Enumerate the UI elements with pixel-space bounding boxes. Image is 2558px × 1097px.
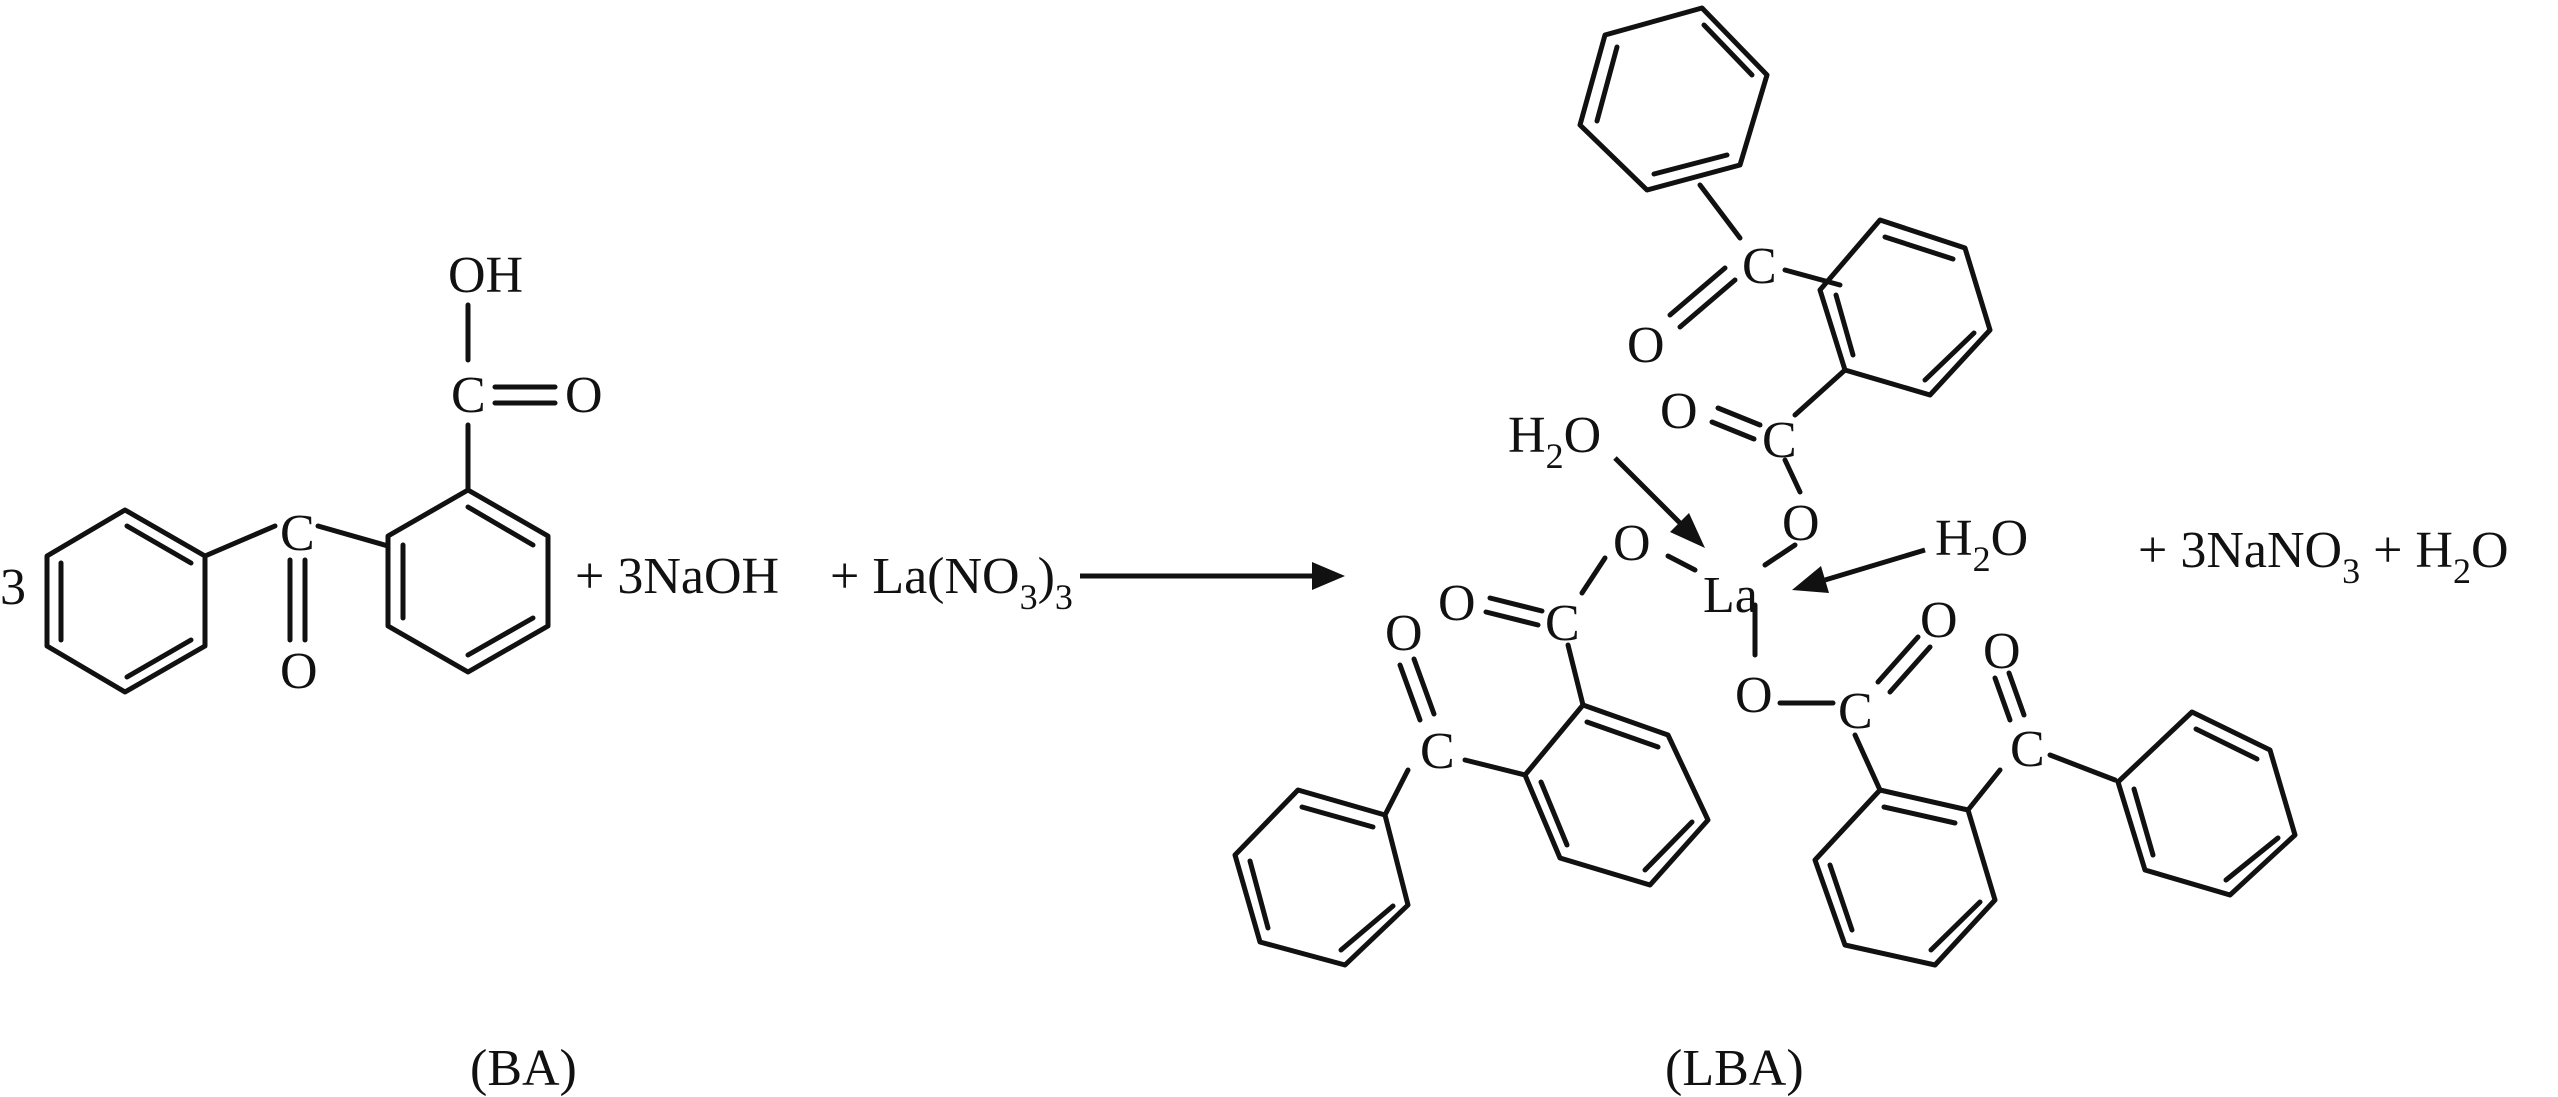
- top-acid-o-label: O: [1660, 383, 1698, 440]
- ba-benzene-ring: [385, 487, 551, 675]
- left-acid-co-2: [1483, 609, 1541, 628]
- la-nitrate-text: + La(NO3)3: [830, 548, 1073, 617]
- lba-molecule: [1232, 5, 2298, 968]
- left-acid-co-1: [1487, 595, 1545, 614]
- ba-acid-c-label: C: [451, 367, 486, 424]
- left-benzene-double-3: [1538, 779, 1570, 848]
- top-bond-ring-acid: [1792, 367, 1848, 418]
- br-benzene-double-3: [1827, 862, 1855, 933]
- top-phenyl-double-2: [1651, 152, 1730, 177]
- br-acid-co-1: [1875, 634, 1921, 685]
- br-benzene-double-1: [1881, 804, 1958, 826]
- top-acid-co-1: [1715, 405, 1763, 428]
- ba-keto-c-label: C: [280, 505, 315, 562]
- right-water-arrowhead: [1792, 566, 1829, 593]
- left-bond-acid-ring: [1565, 642, 1586, 708]
- top-keto-co-1: [1667, 265, 1728, 318]
- left-ester-o-label: O: [1613, 515, 1651, 572]
- br-bond-ring-c: [1965, 767, 2003, 813]
- top-phenyl-double-1: [1701, 22, 1755, 78]
- br-benzene-double-2: [1928, 899, 1983, 953]
- br-acid-c-label: C: [1838, 683, 1873, 740]
- br-acid-o-label: O: [1920, 592, 1958, 649]
- left-phenyl-double-2: [1338, 903, 1396, 953]
- right-water-arrow: [1824, 547, 1926, 583]
- br-phenyl-double-1: [2193, 726, 2260, 762]
- ba-phenyl-double-2: [124, 637, 194, 680]
- top-phenyl-ring: [1577, 5, 1770, 193]
- naoh-text: + 3NaOH: [575, 548, 779, 605]
- ba-oh-label: OH: [448, 247, 523, 304]
- ba-phenyl-ring: [44, 507, 208, 695]
- coordination-arrows: [1613, 456, 1926, 593]
- left-acid-c-label: C: [1545, 595, 1580, 652]
- left-water-label: H2O: [1508, 407, 1601, 476]
- lanthanum-label: La: [1703, 567, 1758, 624]
- left-bond-o-c: [1579, 555, 1608, 596]
- top-acid-c-label: C: [1762, 412, 1797, 469]
- ba-keto-o-label: O: [280, 643, 318, 700]
- ba-bond-c-ring: [315, 523, 391, 549]
- reaction-arrow: [1080, 562, 1345, 590]
- left-bond-la-o: [1665, 553, 1698, 573]
- top-benzene-double-1: [1882, 234, 1956, 262]
- coefficient-3: 3: [0, 559, 26, 616]
- top-benzene-double-2: [1922, 330, 1977, 383]
- ba-molecule: [44, 302, 558, 695]
- br-phenyl-double-3: [2131, 786, 2156, 858]
- top-benzene-ring: [1817, 217, 1993, 398]
- top-keto-o-label: O: [1627, 317, 1665, 374]
- br-keto-co-2: [2006, 670, 2027, 718]
- br-phenyl-double-2: [2223, 835, 2281, 883]
- br-acid-co-2: [1887, 644, 1933, 695]
- left-keto-co-1: [1397, 662, 1423, 723]
- ba-phenyl-double-1: [124, 523, 194, 566]
- top-bond-o-la: [1762, 542, 1798, 568]
- ba-benzene-double-2: [465, 615, 536, 658]
- ba-acid-o-label: O: [565, 367, 603, 424]
- left-phenyl-double-3: [1247, 858, 1271, 931]
- top-bond-c-o: [1782, 457, 1803, 495]
- top-phenyl-double-3: [1594, 44, 1620, 124]
- left-benzene-double-1: [1584, 719, 1661, 750]
- top-keto-c-label: C: [1742, 238, 1777, 295]
- left-water-arrowhead: [1670, 513, 1705, 548]
- br-keto-o-label: O: [1983, 623, 2021, 680]
- br-keto-c-label: C: [2010, 721, 2045, 778]
- left-keto-c-label: C: [1420, 723, 1455, 780]
- left-phenyl-ring: [1232, 787, 1411, 968]
- right-water-label: H2O: [1935, 510, 2028, 579]
- br-bond-c-ph: [2047, 752, 2118, 783]
- left-keto-o-label: O: [1385, 605, 1423, 662]
- left-keto-co-2: [1411, 656, 1437, 717]
- top-keto-co-2: [1677, 277, 1738, 330]
- br-benzene-ring: [1812, 787, 1998, 968]
- left-benzene-double-2: [1642, 819, 1695, 873]
- left-phenyl-double-1: [1299, 804, 1376, 830]
- ba-bond-ph-c: [202, 523, 278, 559]
- byproducts-text: + 3NaNO3 + H2O: [2138, 522, 2509, 591]
- top-bond-ph-c: [1697, 182, 1743, 241]
- top-benzene-double-3: [1833, 292, 1856, 358]
- br-keto-co-1: [1992, 675, 2013, 723]
- top-bond-c-ring: [1782, 267, 1843, 288]
- top-acid-co-2: [1709, 419, 1757, 442]
- caption-lba: (LBA): [1665, 1040, 1804, 1097]
- left-water-arrow: [1613, 456, 1684, 527]
- left-bond-c-ph: [1382, 767, 1411, 818]
- br-phenyl-ring: [2115, 709, 2298, 898]
- top-ester-o-label: O: [1782, 495, 1820, 552]
- left-acid-o-label: O: [1438, 575, 1476, 632]
- br-ester-o-label: O: [1735, 667, 1773, 724]
- ba-benzene-double-1: [465, 504, 536, 548]
- left-bond-ring-c: [1462, 757, 1528, 778]
- caption-ba: (BA): [470, 1040, 577, 1097]
- br-bond-acid-ring: [1852, 732, 1883, 793]
